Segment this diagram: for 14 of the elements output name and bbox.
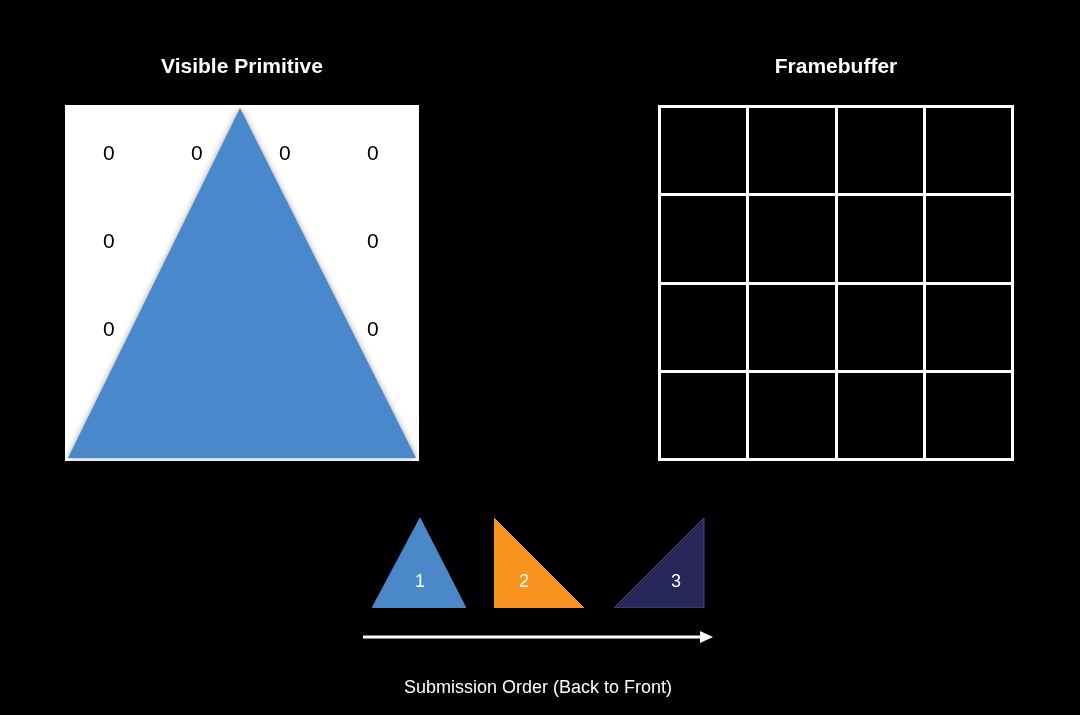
axis-caption: Submission Order (Back to Front) [402,676,674,699]
pixel-value: 0 [367,142,379,163]
pixel-value: 0 [279,142,291,163]
panel-heading: Framebuffer [773,53,899,79]
pixel-value: 0 [103,230,115,251]
pixel-value: 0 [103,318,115,339]
pixel-value: 0 [191,142,203,163]
pixel-value: 0 [367,318,379,339]
panel-heading: Visible Primitive [160,53,324,79]
order-number: 3 [671,572,681,590]
order-number: 2 [519,572,529,590]
pixel-value: 0 [103,142,115,163]
pixel-value: 0 [367,230,379,251]
order-number: 1 [415,572,425,590]
